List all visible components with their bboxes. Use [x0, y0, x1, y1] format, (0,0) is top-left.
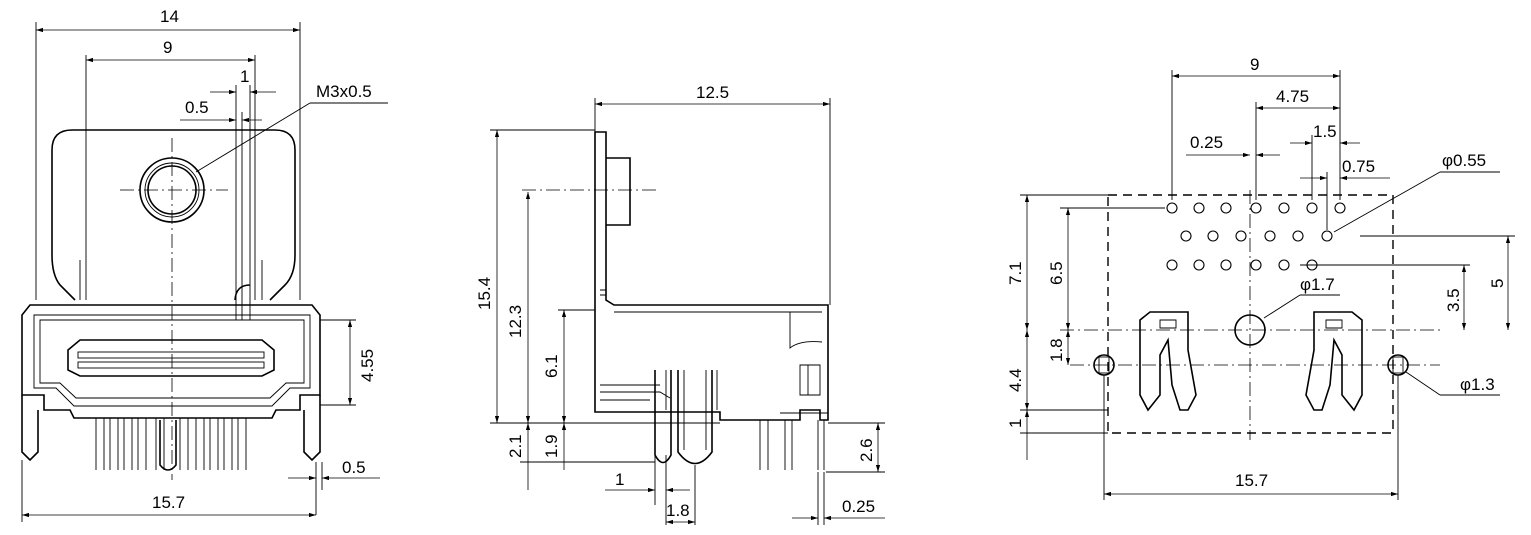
foot-dim-1: 1 — [1006, 419, 1025, 428]
front-view: 14 9 1 0.5 M3x0.5 4.55 0.5 15.7 — [21, 7, 388, 522]
pad-row-1 — [1166, 202, 1346, 214]
pad-row-2 — [1180, 230, 1333, 242]
footprint-view: 9 4.75 0.25 1.5 0.75 φ0.55 7.1 6.5 1.8 4… — [1006, 55, 1515, 500]
thread-label: M3x0.5 — [316, 82, 372, 101]
side-view: 12.5 15.4 12.3 6.1 2.1 1.9 1 1.8 2.6 0.2 — [475, 83, 885, 525]
side-dim-12.3: 12.3 — [506, 305, 525, 338]
foot-dim-6.5: 6.5 — [1047, 261, 1066, 285]
side-dim-1: 1 — [615, 470, 624, 489]
foot-dim-9: 9 — [1250, 55, 1259, 74]
side-dim-2.6: 2.6 — [857, 438, 876, 462]
foot-dim-15.7: 15.7 — [1235, 471, 1268, 490]
foot-dim-0.75: 0.75 — [1342, 157, 1375, 176]
foot-dim-4.4: 4.4 — [1006, 368, 1025, 392]
front-dim-1: 1 — [240, 67, 249, 86]
foot-dim-5: 5 — [1488, 279, 1507, 288]
front-dim-4.55: 4.55 — [358, 349, 377, 382]
front-dim-14: 14 — [160, 7, 179, 26]
front-dim-15.7: 15.7 — [152, 493, 185, 512]
foot-dim-0.25: 0.25 — [1190, 133, 1223, 152]
side-dim-2.1: 2.1 — [506, 434, 525, 458]
mount-hole-label: φ1.3 — [1460, 375, 1495, 394]
foot-dim-1.8: 1.8 — [1047, 338, 1066, 362]
front-pins-row — [77, 351, 265, 369]
side-dim-0.25: 0.25 — [842, 497, 875, 516]
side-dim-1.8: 1.8 — [666, 501, 690, 520]
side-dim-1.9: 1.9 — [542, 434, 561, 458]
front-dim-0.5: 0.5 — [185, 98, 209, 117]
front-dim-0.5b: 0.5 — [342, 458, 366, 477]
pad-diameter-label: φ0.55 — [1442, 151, 1486, 170]
center-hole-label: φ1.7 — [1300, 275, 1335, 294]
side-dim-6.1: 6.1 — [542, 354, 561, 378]
foot-dim-7.1: 7.1 — [1006, 261, 1025, 285]
foot-dim-3.5: 3.5 — [1444, 288, 1463, 312]
pad-row-3 — [1166, 259, 1318, 271]
foot-dim-4.75: 4.75 — [1276, 87, 1309, 106]
side-dim-12.5: 12.5 — [696, 83, 729, 102]
front-dim-9: 9 — [163, 38, 172, 57]
side-dim-15.4: 15.4 — [475, 277, 494, 310]
foot-dim-1.5: 1.5 — [1313, 122, 1337, 141]
